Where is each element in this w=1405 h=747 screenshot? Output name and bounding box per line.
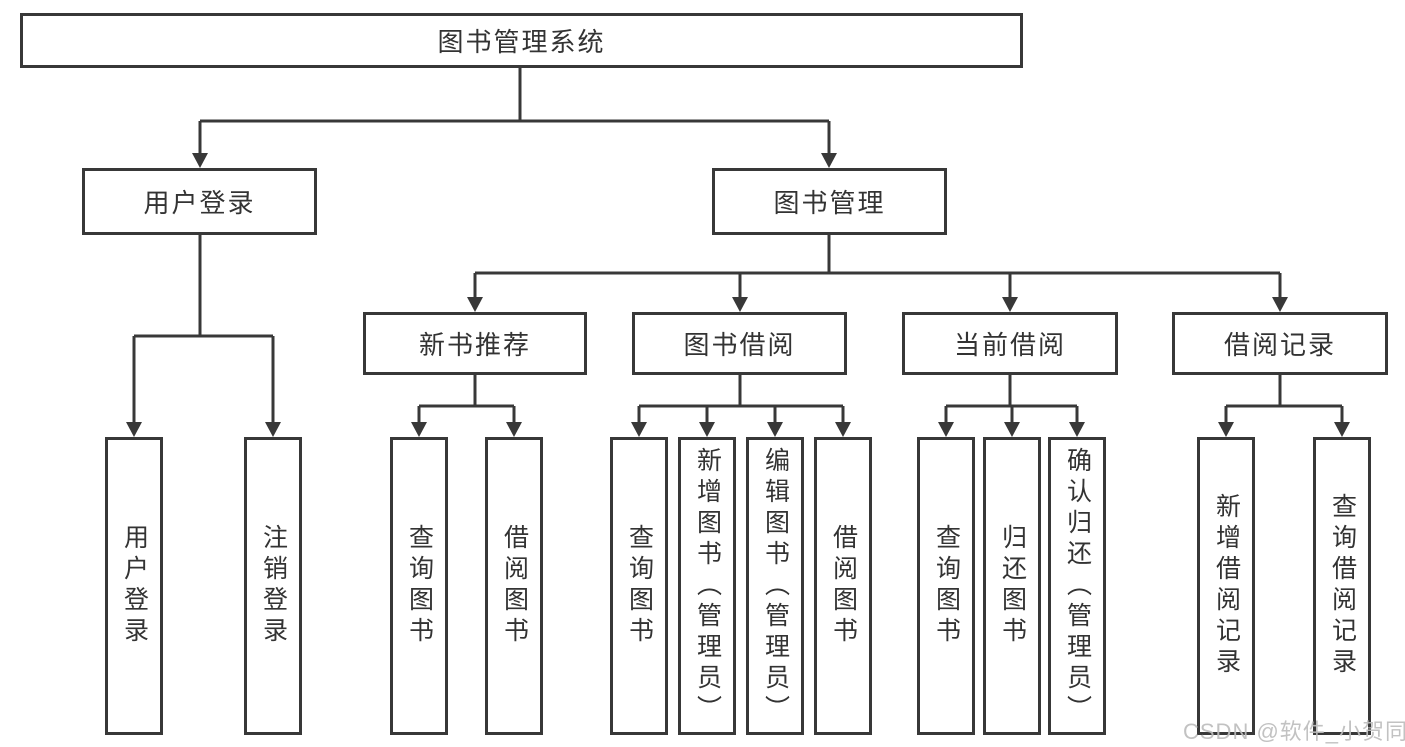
leaf-add-borrow-record: 新增借阅记录 xyxy=(1197,437,1255,735)
node-book-management: 图书管理 xyxy=(712,168,947,235)
node-current-borrow: 当前借阅 xyxy=(902,312,1118,375)
leaf-borrow-books: 借阅图书 xyxy=(814,437,872,735)
leaf-query-borrow-record: 查询借阅记录 xyxy=(1313,437,1371,735)
leaf-query-books-recommend: 查询图书 xyxy=(390,437,448,735)
leaf-user-login: 用户登录 xyxy=(105,437,163,735)
node-book-borrow: 图书借阅 xyxy=(632,312,847,375)
leaf-edit-book-admin: 编辑图书（管理员） xyxy=(746,437,804,735)
leaf-borrow-books-recommend: 借阅图书 xyxy=(485,437,543,735)
leaf-logout: 注销登录 xyxy=(244,437,302,735)
leaf-add-book-admin: 新增图书（管理员） xyxy=(678,437,736,735)
leaf-query-books-current: 查询图书 xyxy=(917,437,975,735)
arrowheads xyxy=(126,153,1350,437)
node-user-login: 用户登录 xyxy=(82,168,317,235)
leaf-confirm-return-admin: 确认归还（管理员） xyxy=(1048,437,1106,735)
leaf-query-books-borrow: 查询图书 xyxy=(610,437,668,735)
leaf-return-book: 归还图书 xyxy=(983,437,1041,735)
node-library-management-system: 图书管理系统 xyxy=(20,13,1023,68)
csdn-watermark: CSDN @软件_小贺同学 xyxy=(1183,719,1405,744)
node-new-book-recommend: 新书推荐 xyxy=(363,312,587,375)
node-borrow-records: 借阅记录 xyxy=(1172,312,1388,375)
